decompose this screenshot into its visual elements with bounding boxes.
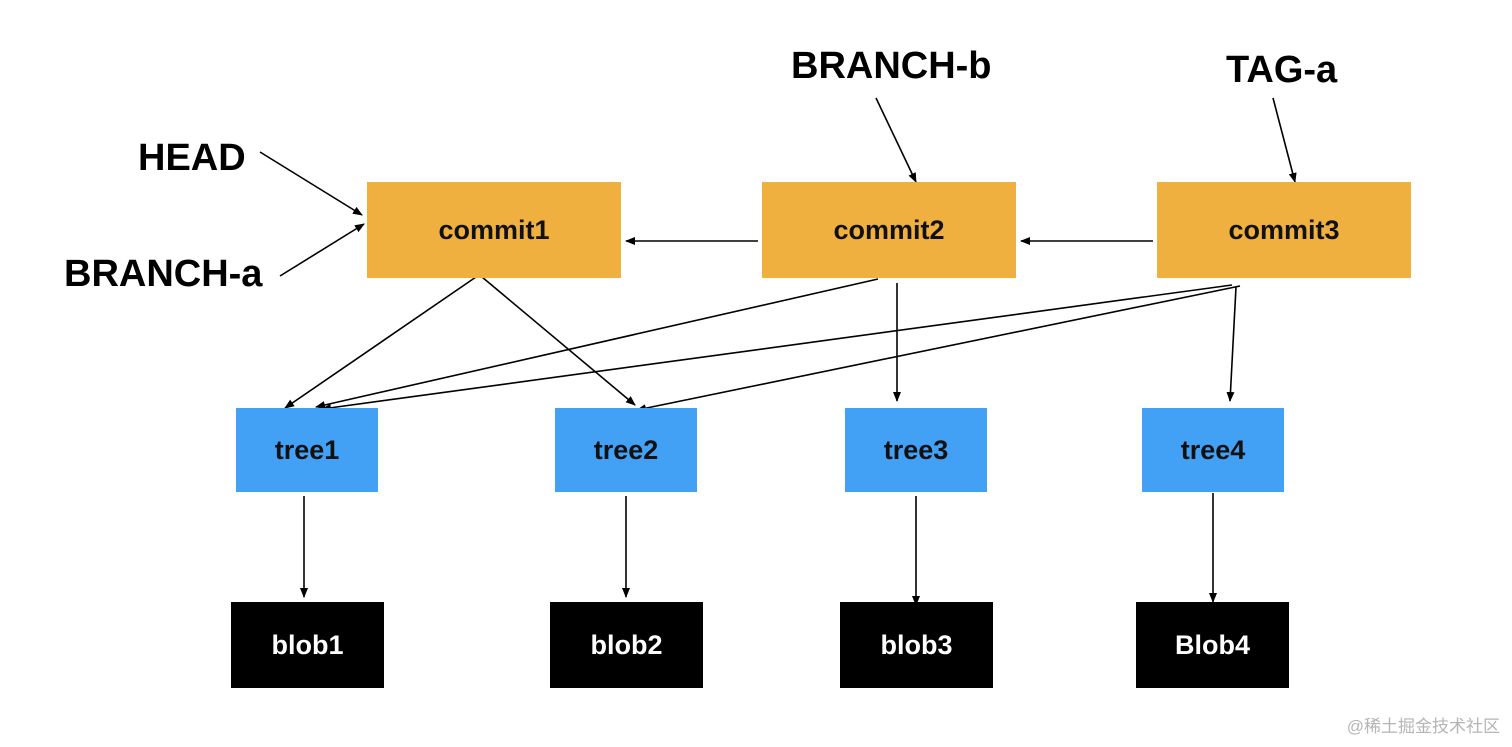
arrow-head-to-commit1 [259,151,363,216]
arrow-commit1-to-tree1 [284,276,477,409]
commit-node-2: commit2 [762,182,1016,278]
commit-node-3: commit3 [1157,182,1411,278]
blob-node-2: blob2 [550,602,703,688]
tree-node-4: tree4 [1142,408,1284,492]
arrow-branch-a-to-commit1 [279,223,365,277]
ref-tag-a-label: TAG-a [1226,49,1338,91]
arrow-commit2-to-tree1 [315,278,879,409]
arrow-commit3-to-tree1 [321,284,1233,412]
tree-node-2: tree2 [555,408,697,492]
ref-branch-a-label: BRANCH-a [64,253,263,295]
tree-node-3: tree3 [845,408,987,492]
blob-node-3: blob3 [840,602,993,688]
arrow-commit3-to-tree2 [636,285,1241,413]
arrow-tag-a-to-commit3 [1272,97,1297,183]
ref-head-label: HEAD [138,137,246,179]
arrow-branch-b-to-commit2 [875,97,917,183]
tree-node-1: tree1 [236,408,378,492]
edges [259,97,1297,606]
blob-node-4: Blob4 [1136,602,1289,688]
ref-branch-b-label: BRANCH-b [791,45,992,87]
watermark-text: @稀土掘金技术社区 [1346,717,1500,736]
arrow-commit1-to-tree2 [481,276,636,406]
arrow-commit3-to-tree4 [1226,286,1237,402]
commit-node-1: commit1 [367,182,621,278]
blob-node-1: blob1 [231,602,384,688]
